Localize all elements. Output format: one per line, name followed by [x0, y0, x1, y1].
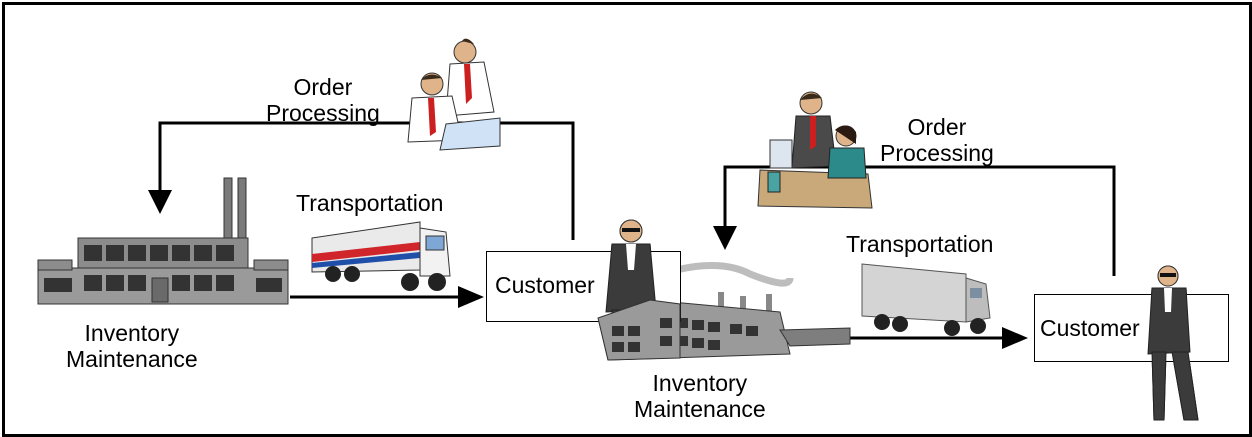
- order-line-2: Processing: [266, 100, 380, 126]
- order-processing-label-left: Order Processing: [266, 74, 380, 126]
- order-line-1: Order: [293, 74, 353, 100]
- box-truck-icon: [861, 263, 991, 336]
- order-line-1: Order: [907, 114, 967, 140]
- left-order-arrowhead: [148, 190, 172, 214]
- inventory-line-2: Maintenance: [634, 396, 766, 422]
- left-order-flow-line: [148, 121, 575, 240]
- customer-label-right: Customer: [1040, 315, 1140, 341]
- transportation-label-left: Transportation: [296, 190, 444, 216]
- customer-box-right: [1034, 294, 1229, 362]
- transportation-label-right: Transportation: [846, 231, 994, 257]
- office-workers-icon: [407, 38, 501, 151]
- semi-truck-icon: [311, 221, 451, 291]
- order-processing-label-right: Order Processing: [880, 114, 994, 166]
- inventory-maintenance-label-left: Inventory Maintenance: [66, 320, 198, 372]
- right-order-flow-line: [713, 165, 1116, 276]
- inventory-maintenance-label-right: Inventory Maintenance: [634, 370, 766, 422]
- left-transport-arrow: [290, 286, 484, 308]
- right-transport-arrow: [850, 327, 1028, 349]
- office-meeting-icon: [757, 91, 873, 209]
- inventory-line-1: Inventory: [84, 320, 180, 346]
- inventory-line-1: Inventory: [652, 370, 748, 396]
- inventory-line-2: Maintenance: [66, 346, 198, 372]
- customer-label-center: Customer: [495, 272, 595, 298]
- order-line-2: Processing: [880, 140, 994, 166]
- right-order-arrowhead: [713, 226, 737, 250]
- factory-building-icon: [37, 177, 289, 305]
